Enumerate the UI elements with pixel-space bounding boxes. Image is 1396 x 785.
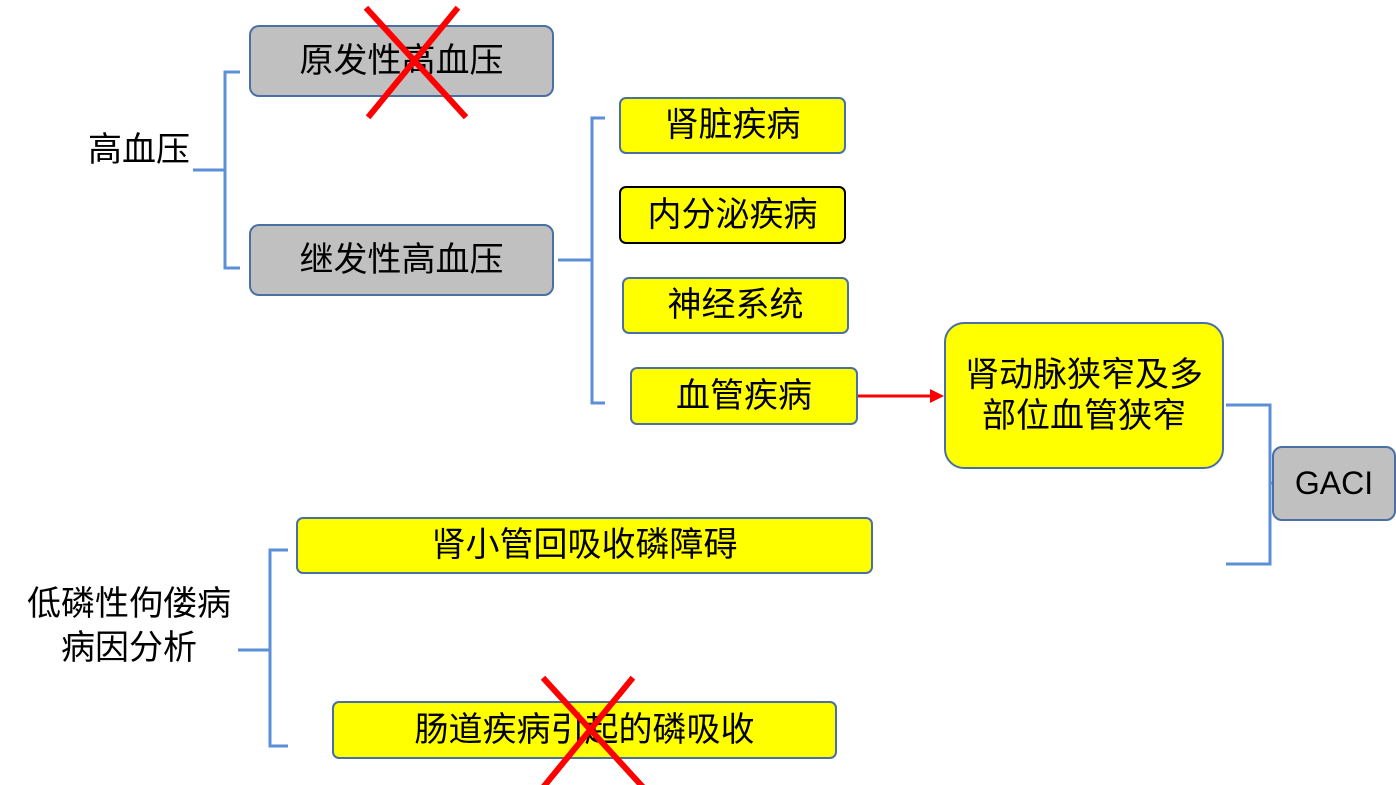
intestinal-box: 肠道疾病引起的磷吸收	[332, 701, 837, 759]
rickets-label: 低磷性佝偻病病因分析	[27, 584, 231, 669]
rickets-bracket	[238, 548, 288, 748]
renal-tubule-box: 肾小管回吸收磷障碍	[296, 517, 873, 574]
cause-vascular-box: 血管疾病	[630, 367, 858, 425]
cause-renal-box: 肾脏疾病	[619, 97, 846, 154]
hypertension-bracket	[193, 70, 240, 270]
secondary-causes-bracket	[558, 116, 605, 405]
primary-hypertension-box: 原发性高血压	[249, 25, 554, 97]
renal-artery-stenosis-text: 肾动脉狭窄及多部位血管狭窄	[965, 354, 1203, 436]
cause-endocrine-box: 内分泌疾病	[619, 186, 846, 244]
cause-nervous-box: 神经系统	[622, 277, 849, 334]
gaci-box: GACI	[1272, 446, 1396, 521]
renal-artery-stenosis-box: 肾动脉狭窄及多部位血管狭窄	[944, 322, 1224, 469]
gaci-bracket	[1226, 403, 1272, 566]
arrow-head	[930, 389, 944, 403]
secondary-hypertension-box: 继发性高血压	[249, 224, 554, 296]
intestinal-cross-icon	[540, 675, 646, 785]
primary-cross-icon	[363, 5, 469, 120]
hypertension-label: 高血压	[88, 130, 190, 170]
